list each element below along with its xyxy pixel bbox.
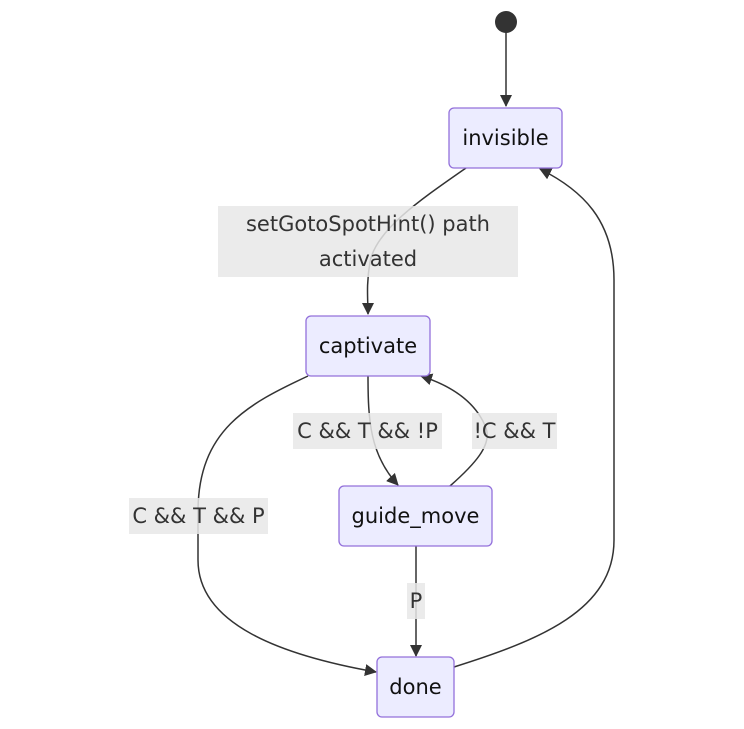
label-invisible-captivate-line2: activated — [319, 247, 417, 271]
label-guide-move-done: P — [407, 583, 425, 619]
label-captivate-done: C && T && P — [129, 498, 268, 534]
label-guide-move-captivate-text: !C && T — [473, 419, 555, 443]
start-node — [495, 11, 517, 33]
label-guide-move-captivate: !C && T — [472, 413, 557, 449]
label-guide-move-done-text: P — [410, 589, 423, 613]
state-guide-move-label: guide_move — [352, 504, 480, 529]
state-done: done — [376, 656, 455, 718]
label-captivate-done-text: C && T && P — [132, 504, 264, 528]
state-captivate-label: captivate — [319, 334, 417, 358]
edge-done-invisible — [453, 168, 615, 668]
label-captivate-guide-move: C && T && !P — [293, 413, 442, 449]
label-invisible-captivate: setGotoSpotHint() path activated — [218, 206, 518, 277]
label-invisible-captivate-line1: setGotoSpotHint() path — [246, 212, 490, 236]
state-captivate: captivate — [305, 315, 431, 377]
label-captivate-guide-move-text: C && T && !P — [297, 419, 438, 443]
state-guide-move: guide_move — [338, 485, 493, 547]
state-invisible: invisible — [448, 107, 563, 169]
edge-captivate-done — [197, 375, 377, 676]
state-invisible-label: invisible — [462, 126, 548, 150]
state-done-label: done — [389, 675, 441, 699]
